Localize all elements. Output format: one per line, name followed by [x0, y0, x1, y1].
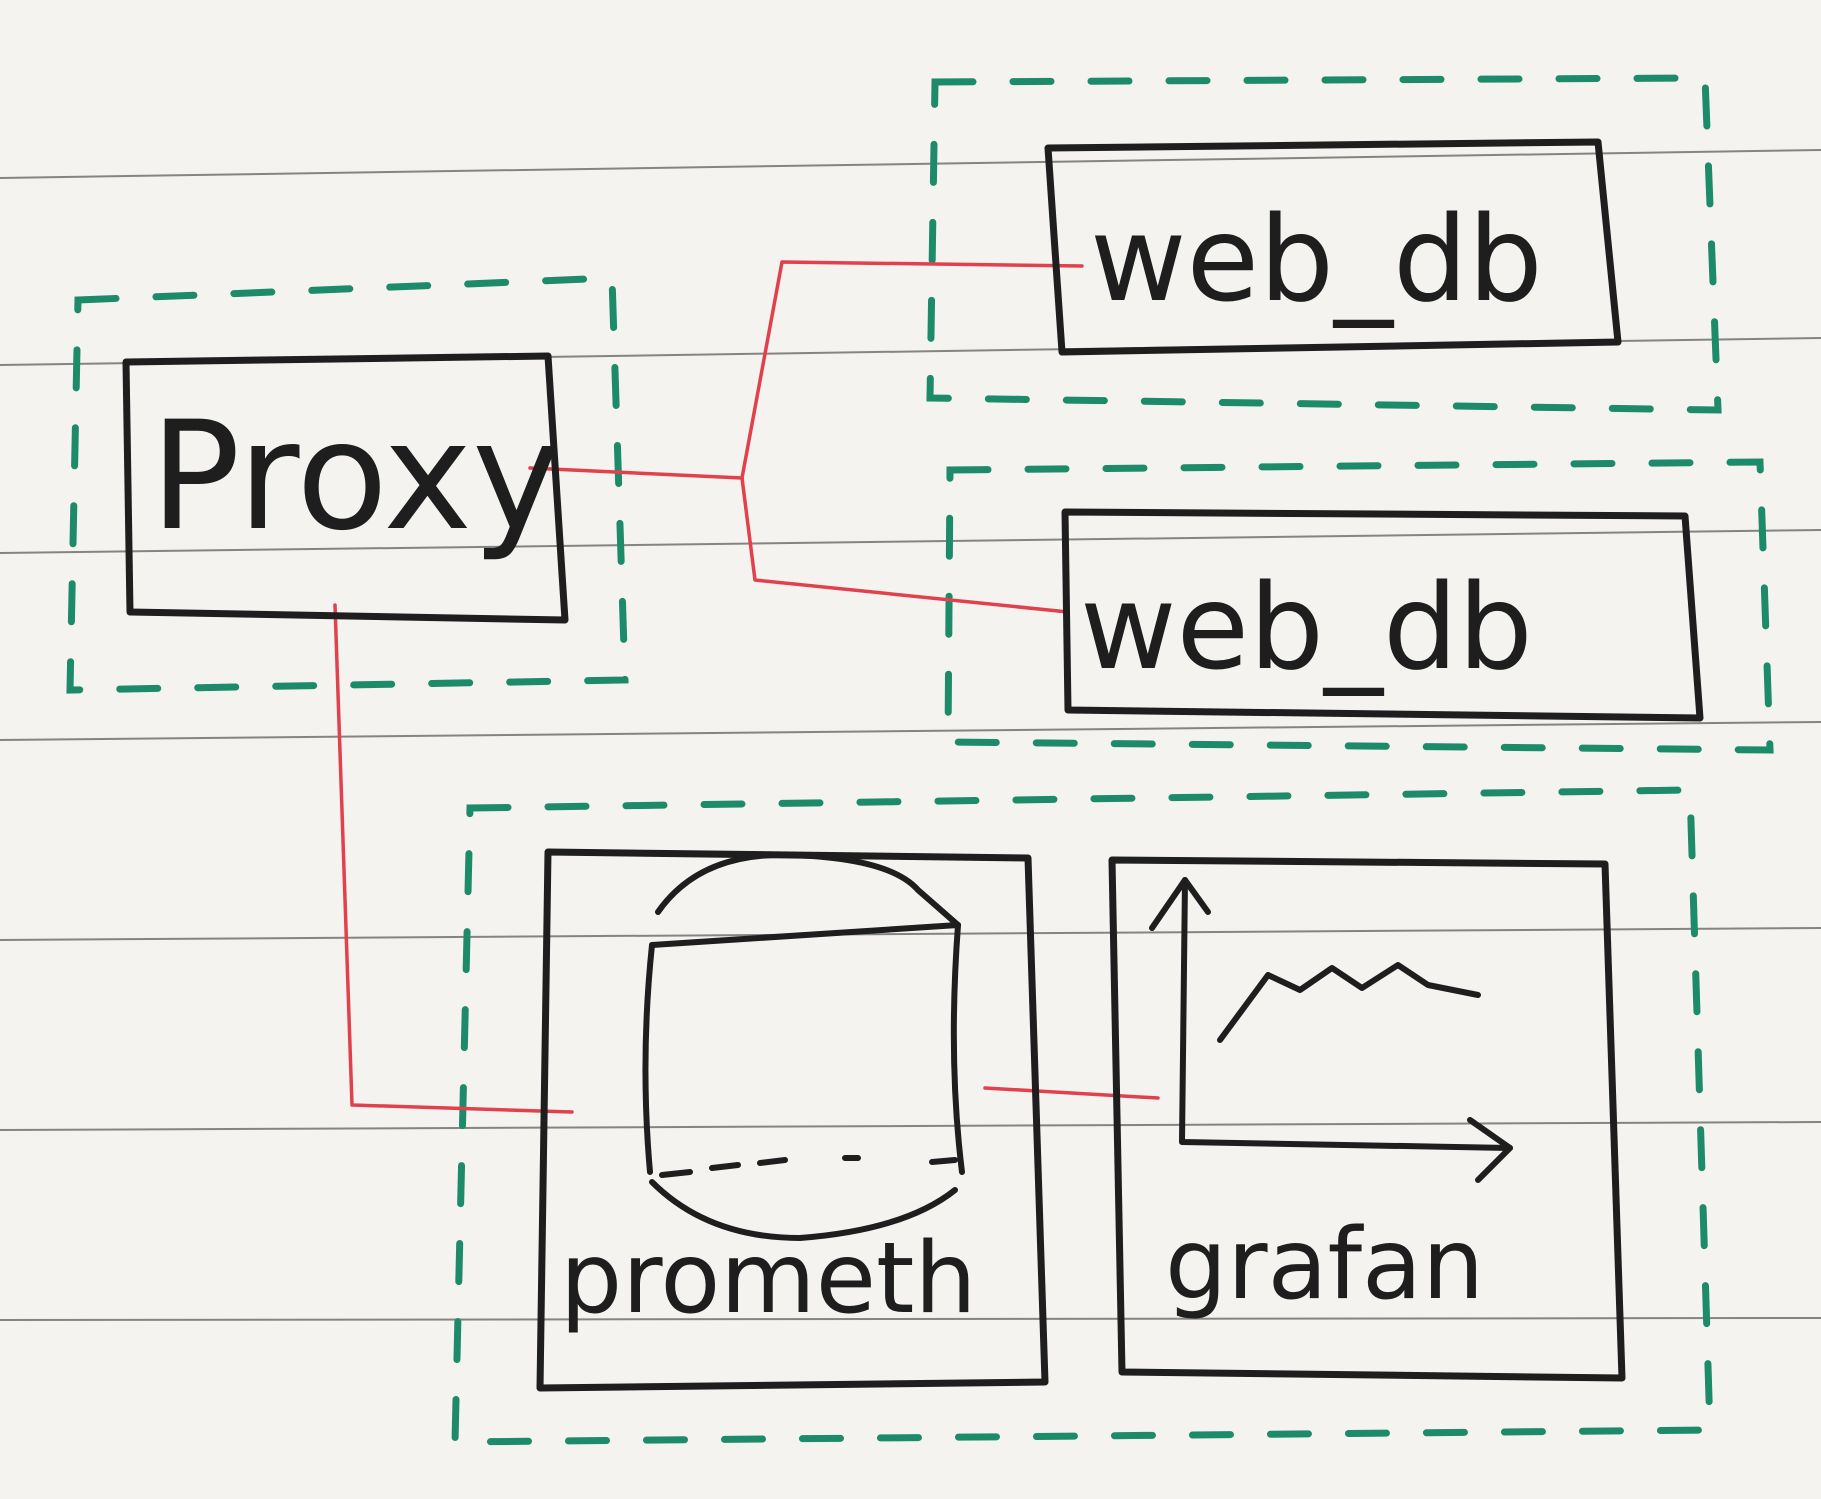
- link-proxy-to-branch: [528, 466, 744, 480]
- web-db-1-node[interactable]: web_db: [1044, 138, 1622, 356]
- monitoring-group-boundary: [451, 786, 1714, 1446]
- line-chart-icon: [1149, 877, 1513, 1183]
- link-branch-to-web-db-1: [740, 260, 1084, 480]
- grafana-label: grafan: [1165, 1208, 1484, 1322]
- link-branch-to-web-db-2: [740, 476, 1070, 614]
- proxy-box: [122, 352, 569, 624]
- web-db-1-box: [1044, 138, 1622, 356]
- proxy-group-boundary: [66, 274, 629, 694]
- link-prometheus-to-grafana: [983, 1086, 1160, 1100]
- prometheus-node[interactable]: prometh: [536, 848, 1049, 1392]
- proxy-label: Proxy: [150, 390, 561, 564]
- prometheus-box: [536, 848, 1049, 1392]
- prometheus-label: prometh: [560, 1222, 977, 1336]
- grafana-node[interactable]: grafan: [1108, 856, 1626, 1382]
- web-db-1-label: web_db: [1090, 190, 1543, 328]
- database-cylinder-icon: [642, 851, 965, 1242]
- web-db-2-node[interactable]: web_db: [1061, 508, 1704, 722]
- web-db-2-box: [1061, 508, 1704, 722]
- link-proxy-to-prometheus: [333, 603, 574, 1114]
- web-db-2-label: web_db: [1080, 558, 1533, 696]
- web-db-2-group-boundary: [944, 458, 1774, 754]
- notebook-ruling: [0, 149, 1821, 1321]
- web-db-1-group-boundary: [926, 74, 1722, 414]
- grafana-box: [1108, 856, 1626, 1382]
- proxy-node[interactable]: Proxy: [122, 352, 569, 624]
